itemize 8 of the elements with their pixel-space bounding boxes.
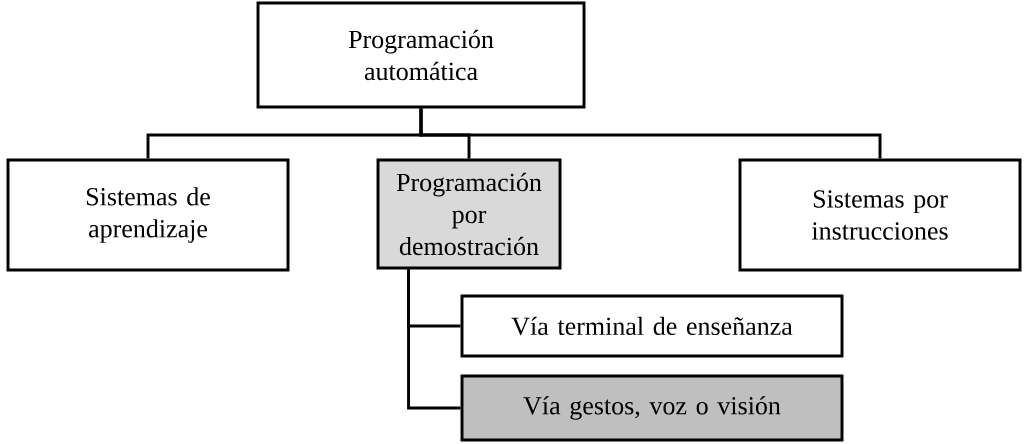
method-box: Vía terminal de enseñanza — [460, 294, 844, 358]
root-box: Programación automática — [256, 1, 586, 109]
category-box: Sistemas por instrucciones — [738, 158, 1022, 272]
category-box: Programación por demostración — [376, 158, 562, 270]
connector-line — [407, 269, 461, 410]
category-box: Sistemas de aprendizaje — [6, 158, 290, 272]
method-box: Vía gestos, voz o visión — [460, 374, 844, 442]
connector-line — [419, 108, 882, 159]
